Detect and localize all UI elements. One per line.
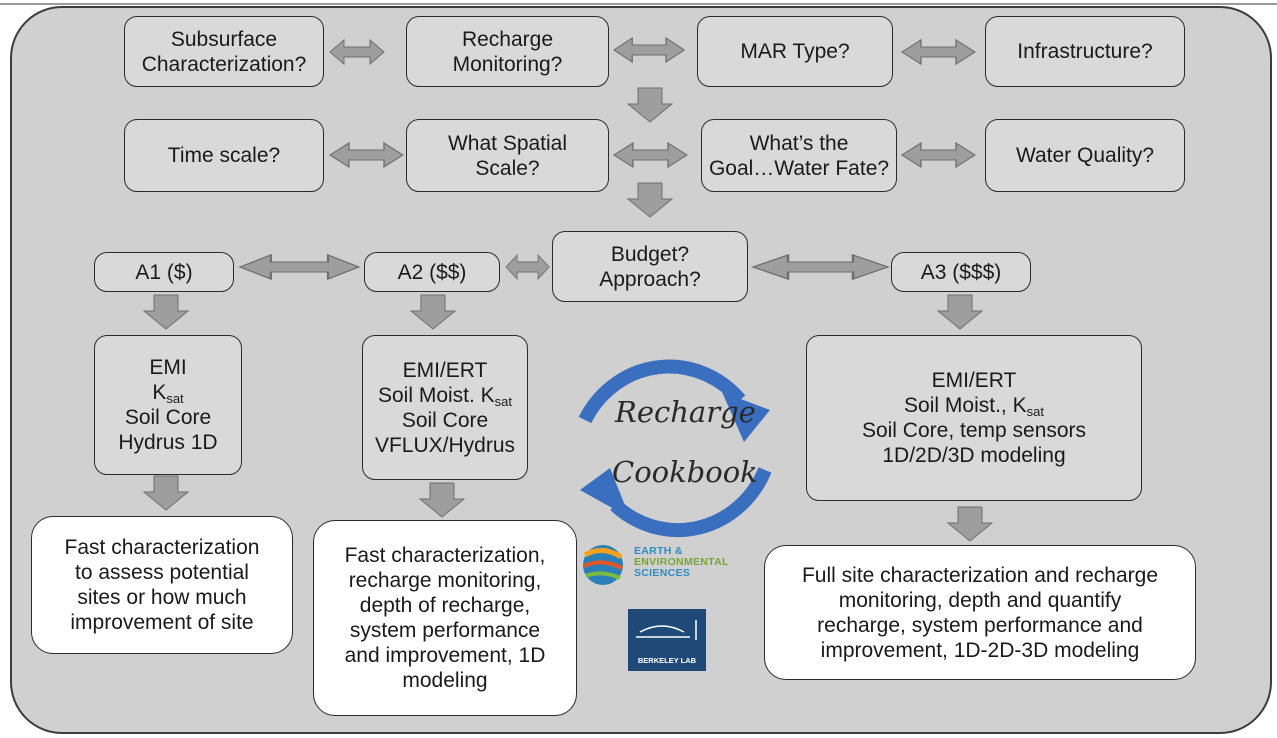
methods-a2-box: EMI/ERT Soil Moist. Ksat Soil Core VFLUX… <box>362 335 528 480</box>
approach-a2-box: A2 ($$) <box>364 252 500 292</box>
water-quality-box: Water Quality? <box>985 119 1185 192</box>
mar-type-box: MAR Type? <box>697 16 893 87</box>
outcome-a2-box: Fast characterization, recharge monitori… <box>313 520 577 716</box>
budget-approach-box: Budget? Approach? <box>552 231 748 302</box>
recharge-monitoring-box: Recharge Monitoring? <box>406 16 609 87</box>
methods-a2-line4: VFLUX/Hydrus <box>374 433 516 457</box>
ees-logo-icon <box>583 545 623 585</box>
approach-a1-box: A1 ($) <box>94 252 234 292</box>
methods-a3-line4: 1D/2D/3D modeling <box>882 444 1066 467</box>
methods-a1-line4: Hydrus 1D <box>118 431 218 454</box>
methods-a1-box: EMI Ksat Soil Core Hydrus 1D <box>94 335 242 475</box>
goal-water-fate-box: What’s the Goal…Water Fate? <box>701 119 897 192</box>
methods-a2-line2: Soil Moist. Ksat <box>377 383 513 409</box>
methods-a2-line1: EMI/ERT <box>402 358 488 382</box>
berkeley-lab-building-icon <box>636 620 697 640</box>
ees-logo-line3: SCIENCES <box>634 567 691 579</box>
methods-a3-line2: Soil Moist., Ksat <box>904 394 1044 419</box>
methods-a1-line3: Soil Core <box>124 406 212 429</box>
cycle-arrows-icon <box>578 359 772 538</box>
top-rule <box>0 3 1277 5</box>
time-scale-box: Time scale? <box>124 119 324 192</box>
cookbook-title-line1: Recharge <box>615 395 756 429</box>
methods-a3-line1: EMI/ERT <box>931 369 1017 392</box>
outcome-a1-box: Fast characterization to assess potentia… <box>31 516 293 654</box>
infrastructure-box: Infrastructure? <box>985 16 1185 87</box>
ees-logo-line1: EARTH & <box>634 545 683 557</box>
methods-a1-ksat: Ksat <box>152 381 184 406</box>
methods-a3-line3: Soil Core, temp sensors <box>861 419 1087 442</box>
subsurface-characterization-box: Subsurface Characterization? <box>124 16 324 87</box>
methods-a1-line1: EMI <box>149 356 187 379</box>
outcome-a3-box: Full site characterization and recharge … <box>764 545 1196 680</box>
berkeley-lab-logo: BERKELEY LAB <box>628 609 706 671</box>
approach-a3-box: A3 ($$$) <box>891 252 1031 292</box>
cookbook-title-line2: Cookbook <box>612 455 758 489</box>
methods-a2-line3: Soil Core <box>401 408 489 432</box>
berkeley-lab-label: BERKELEY LAB <box>637 656 697 665</box>
spatial-scale-box: What Spatial Scale? <box>406 119 609 192</box>
methods-a3-box: EMI/ERT Soil Moist., Ksat Soil Core, tem… <box>806 335 1142 501</box>
ees-logo-line2: ENVIRONMENTAL <box>634 556 729 568</box>
